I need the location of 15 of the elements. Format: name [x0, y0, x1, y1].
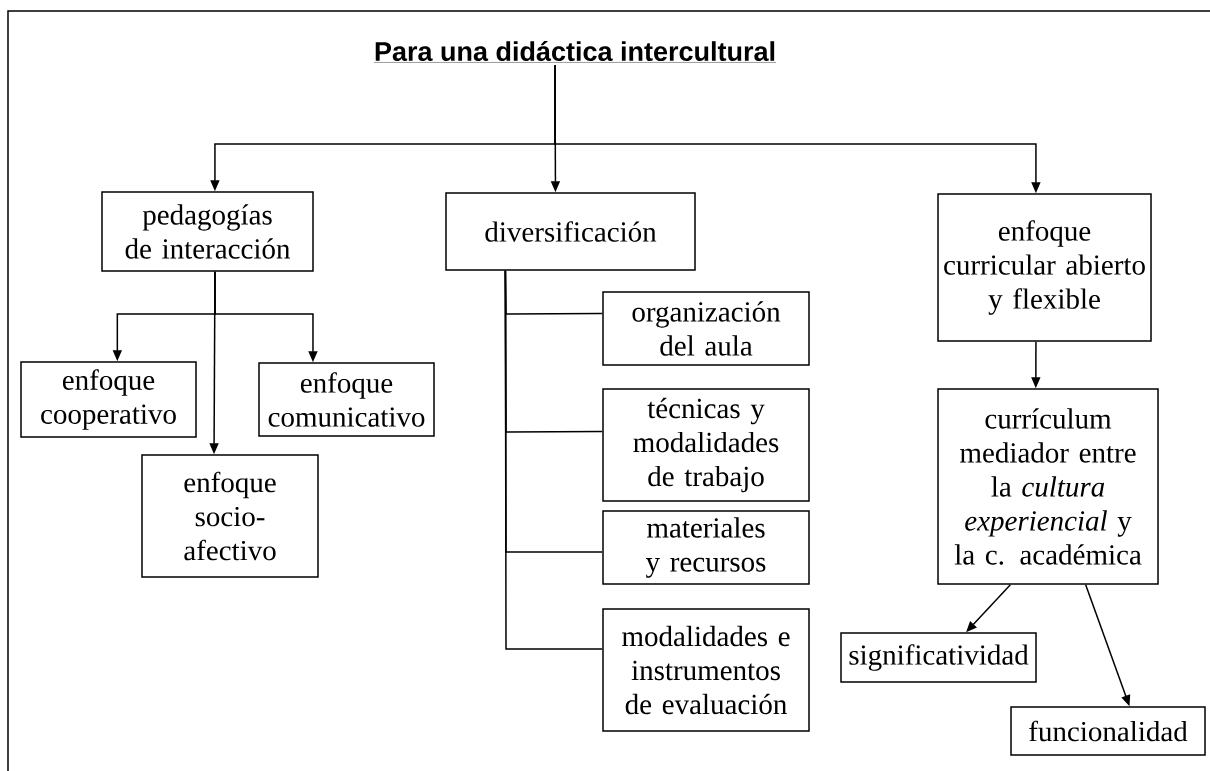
- concept-box: enfoque socio- afectivo: [141, 454, 319, 578]
- title-text: Para una didáctica intercultural: [373, 40, 777, 63]
- concept-box: pedagogías de interacción: [101, 191, 314, 272]
- concept-box: currículum mediador entre la cultura experiencial y la c. académica: [937, 388, 1159, 585]
- concept-box: técnicas y modalidades de trabajo: [602, 388, 810, 502]
- connector-line: [504, 270, 603, 650]
- concept-box: materiales y recursos: [602, 510, 810, 585]
- concept-box: significatividad: [840, 632, 1037, 683]
- concept-box: funcionalidad: [1010, 706, 1206, 756]
- concept-box: enfoque cooperativo: [20, 361, 197, 438]
- concept-box: diversificación: [445, 192, 696, 271]
- concept-box: organización del aula: [602, 291, 810, 366]
- concept-box: enfoque curricular abierto y flexible: [937, 193, 1152, 342]
- concept-box: modalidades e instrumentos de evaluación: [602, 608, 810, 732]
- concept-box: enfoque comunicativo: [258, 362, 435, 437]
